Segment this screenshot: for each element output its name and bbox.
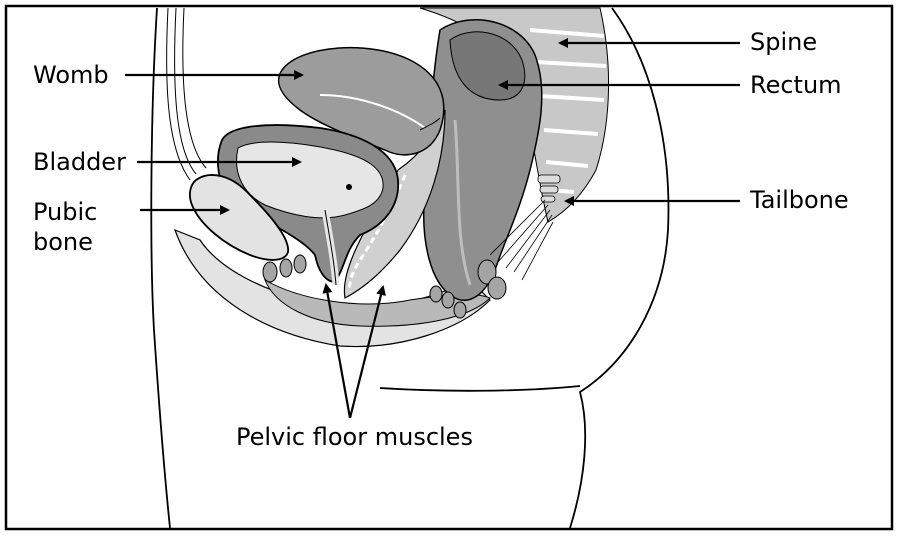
label-rectum: Rectum [750, 71, 842, 99]
label-tailbone: Tailbone [749, 186, 849, 214]
label-bladder: Bladder [33, 148, 126, 176]
label-womb: Womb [33, 61, 109, 89]
label-pubic-line1: Pubic [33, 198, 97, 226]
label-spine: Spine [750, 28, 817, 56]
label-pelvic-floor: Pelvic floor muscles [236, 423, 473, 451]
label-pubic-line2: bone [33, 228, 93, 256]
